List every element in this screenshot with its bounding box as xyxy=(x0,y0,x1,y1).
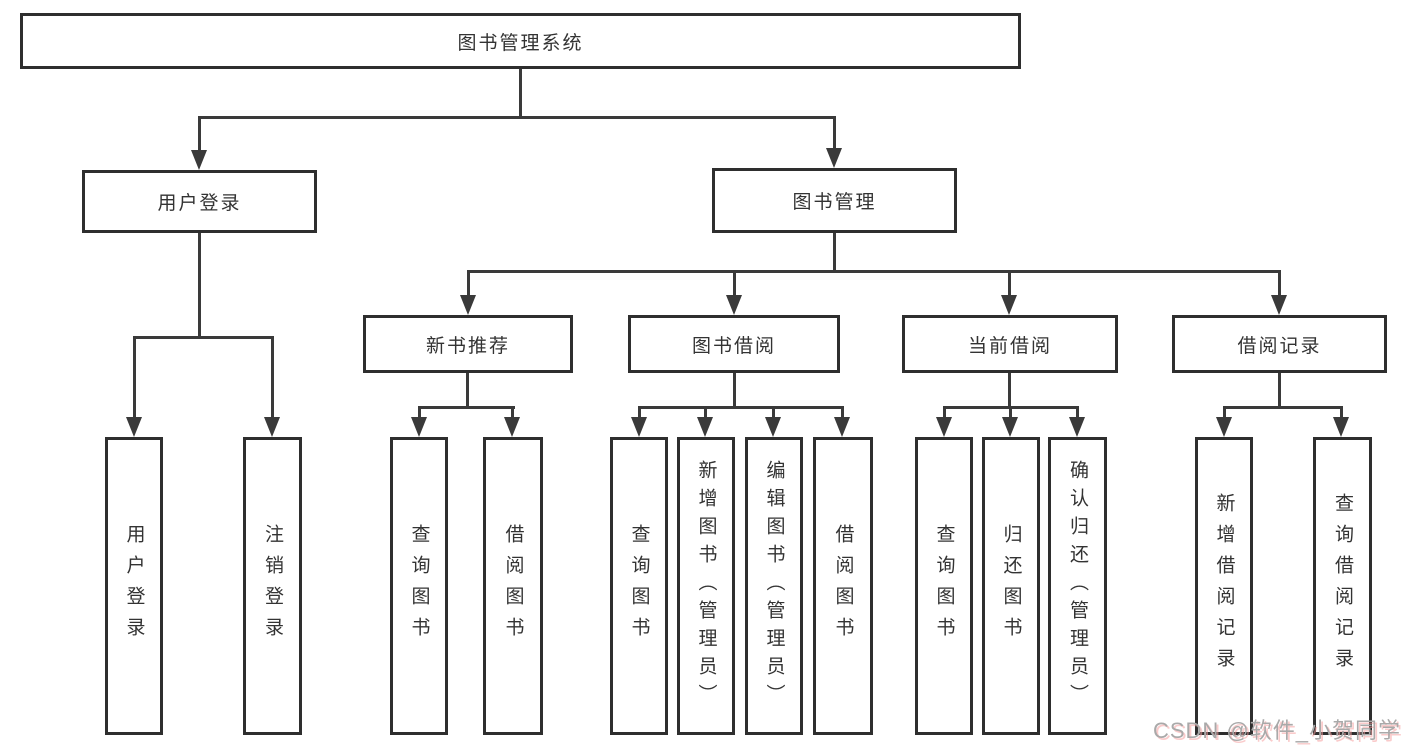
connector-line xyxy=(943,406,946,421)
connector-line xyxy=(1008,373,1011,408)
connector-line xyxy=(519,69,522,118)
node-user-login: 用户登录 xyxy=(82,170,317,233)
leaf-add-borrow-record: 新增借阅记录 xyxy=(1195,437,1253,735)
leaf-edit-books-admin: 编辑图书（管理员） xyxy=(745,437,803,735)
connector-line xyxy=(1223,406,1226,421)
connector-line xyxy=(833,116,836,152)
node-new-book-recommend: 新书推荐 xyxy=(363,315,573,373)
leaf-query-books-current: 查询图书 xyxy=(915,437,973,735)
leaf-borrow-books-recommend: 借阅图书 xyxy=(483,437,543,735)
leaf-user-login: 用户登录 xyxy=(105,437,163,735)
arrowhead xyxy=(1216,417,1232,437)
leaf-borrow-books-borrowing: 借阅图书 xyxy=(813,437,873,735)
arrowhead xyxy=(1271,295,1287,315)
arrowhead xyxy=(1002,417,1018,437)
connector-line xyxy=(271,336,274,420)
connector-line xyxy=(133,336,136,420)
leaf-confirm-return-admin: 确认归还（管理员） xyxy=(1048,437,1107,735)
connector-line xyxy=(198,116,201,154)
arrowhead xyxy=(504,417,520,437)
connector-line xyxy=(638,406,641,421)
connector-line xyxy=(198,116,835,119)
arrowhead xyxy=(936,417,952,437)
arrowhead xyxy=(264,417,280,437)
connector-line xyxy=(1008,270,1011,298)
arrowhead xyxy=(411,417,427,437)
connector-line xyxy=(841,406,844,421)
connector-line xyxy=(1223,406,1343,409)
arrowhead xyxy=(191,150,207,170)
connector-line xyxy=(467,270,470,298)
connector-line xyxy=(1340,406,1343,421)
arrowhead xyxy=(765,417,781,437)
connector-line xyxy=(133,336,274,339)
arrowhead xyxy=(726,295,742,315)
connector-line xyxy=(1278,270,1281,298)
node-current-borrowing: 当前借阅 xyxy=(902,315,1118,373)
arrowhead xyxy=(1333,417,1349,437)
leaf-logout: 注销登录 xyxy=(243,437,302,735)
arrowhead xyxy=(1069,417,1085,437)
leaf-query-books-borrowing: 查询图书 xyxy=(610,437,668,735)
arrowhead xyxy=(826,148,842,168)
connector-line xyxy=(1278,373,1281,408)
connector-line xyxy=(733,270,736,298)
connector-line xyxy=(466,373,469,408)
arrowhead xyxy=(126,417,142,437)
node-book-management: 图书管理 xyxy=(712,168,957,233)
arrowhead xyxy=(631,417,647,437)
csdn-watermark: CSDN @软件_小贺同学 xyxy=(1152,718,1401,743)
connector-line xyxy=(733,373,736,408)
leaf-query-borrow-record: 查询借阅记录 xyxy=(1313,437,1372,735)
connector-line xyxy=(511,406,514,421)
connector-line xyxy=(704,406,707,421)
arrowhead xyxy=(1001,295,1017,315)
leaf-return-books: 归还图书 xyxy=(982,437,1040,735)
connector-line xyxy=(772,406,775,421)
leaf-query-books-recommend: 查询图书 xyxy=(390,437,448,735)
node-root: 图书管理系统 xyxy=(20,13,1021,69)
connector-line xyxy=(467,270,1281,273)
arrowhead xyxy=(697,417,713,437)
connector-line xyxy=(638,406,844,409)
connector-line xyxy=(1009,406,1012,421)
arrowhead xyxy=(834,417,850,437)
arrowhead xyxy=(460,295,476,315)
connector-line xyxy=(418,406,515,409)
node-borrow-records: 借阅记录 xyxy=(1172,315,1387,373)
connector-line xyxy=(418,406,421,421)
connector-line xyxy=(1076,406,1079,421)
connector-line xyxy=(833,233,836,271)
node-book-borrowing: 图书借阅 xyxy=(628,315,840,373)
leaf-add-books-admin: 新增图书（管理员） xyxy=(677,437,735,735)
connector-line xyxy=(198,233,201,337)
